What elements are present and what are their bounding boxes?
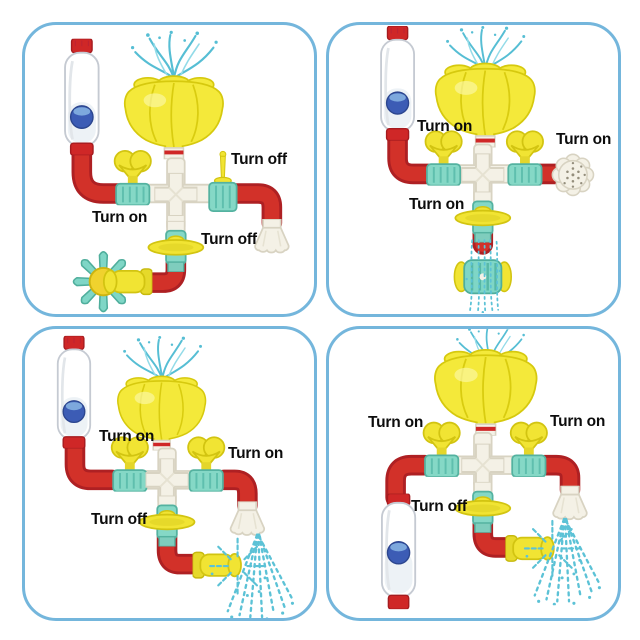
turn-label: Turn on (409, 196, 465, 213)
panel-bottom-right: Turn on Turn on Turn off (326, 326, 621, 621)
turn-label: Turn off (231, 151, 287, 168)
butterfly-valve-left (422, 421, 461, 477)
shower-head (552, 485, 588, 521)
red-pipes (385, 454, 581, 558)
water-bowl (123, 75, 224, 160)
disc-valve-bottom (138, 495, 196, 547)
turn-label: Turn off (411, 498, 467, 515)
shower-spray (533, 517, 603, 606)
turn-label: Turn off (201, 231, 257, 248)
butterfly-valve-left (424, 130, 463, 186)
storage-bottle (56, 335, 92, 449)
water-splash (129, 29, 219, 80)
butterfly-valve-left (110, 436, 149, 492)
butterfly-valve-left (113, 149, 152, 206)
red-pipes (64, 432, 258, 575)
cross-junction (145, 458, 189, 502)
storage-bottle (379, 25, 416, 141)
butterfly-valve-right (505, 130, 545, 186)
shower-head (254, 218, 290, 254)
turn-label: Turn on (556, 131, 612, 148)
butterfly-valve-right (187, 436, 226, 492)
turn-label: Turn off (91, 511, 147, 528)
turn-label: Turn on (99, 428, 155, 445)
yellow-nozzle (102, 268, 153, 296)
storage-bottle (63, 38, 101, 156)
panel-top-left: Turn off Turn on Turn off (22, 22, 317, 317)
toy-illustration (379, 25, 595, 314)
shower-head (229, 501, 266, 536)
shower-face (551, 153, 595, 197)
turn-label: Turn on (92, 209, 148, 226)
cross-junction (154, 172, 198, 217)
water-splash (122, 334, 203, 380)
toy-illustration (380, 329, 603, 610)
toy-illustration (63, 29, 290, 314)
panel-top-right: Turn on Turn on Turn on (326, 22, 621, 317)
turn-label: Turn on (228, 445, 284, 462)
cross-junction (461, 443, 505, 487)
turn-label: Turn on (417, 118, 473, 135)
disc-valve-bottom (147, 220, 205, 272)
cross-junction (461, 153, 505, 197)
butterfly-valve-right (509, 421, 548, 477)
turn-label: Turn on (550, 413, 606, 430)
panel-bottom-left: Turn on Turn on Turn off (22, 326, 317, 621)
toy-illustration (56, 334, 296, 618)
turn-label: Turn on (368, 414, 424, 431)
paddle-water-wheel (453, 258, 513, 295)
